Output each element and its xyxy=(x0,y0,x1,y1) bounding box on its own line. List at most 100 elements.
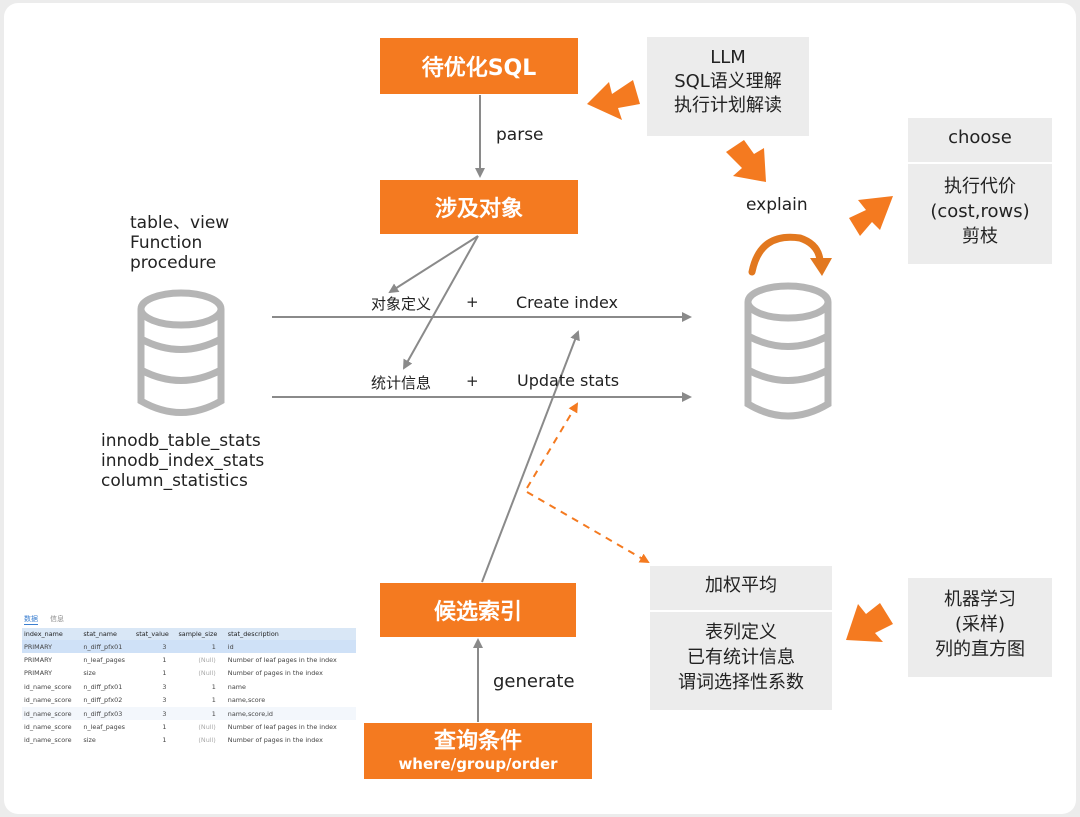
update-stats-label: Update stats xyxy=(517,371,620,390)
table-row[interactable]: id_name_score n_diff_pfx01 3 1 name xyxy=(22,680,356,693)
query-conditions-sub: where/group/order xyxy=(398,755,558,773)
llm-line-1: LLM xyxy=(710,47,746,68)
database-icon-right xyxy=(744,282,832,420)
table-cell: PRIMARY xyxy=(22,640,82,654)
db-object-3: procedure xyxy=(130,253,217,273)
table-cell: name,score xyxy=(227,696,266,705)
table-cell: 1 xyxy=(211,682,216,691)
col-header[interactable]: sample_size xyxy=(176,628,226,640)
table-cell: n_diff_pfx01 xyxy=(81,640,134,654)
llm-line-3: 执行计划解读 xyxy=(674,95,782,116)
machine-learning-box: 机器学习 (采样) 列的直方图 xyxy=(908,578,1052,677)
table-cell: id_name_score xyxy=(24,682,72,691)
db-object-1: table、view xyxy=(130,213,230,233)
weighted-line-1: 表列定义 xyxy=(705,622,777,643)
table-cell: PRIMARY xyxy=(24,669,52,678)
choose-line-1: 执行代价 xyxy=(944,176,1016,197)
table-cell: size xyxy=(83,669,96,678)
database-icon-left xyxy=(137,289,225,416)
candidate-index-box: 候选索引 xyxy=(380,583,576,637)
loop-arrow xyxy=(748,233,824,276)
choose-box: choose 执行代价 (cost,rows) 剪枝 xyxy=(908,118,1052,264)
db-stats-list: innodb_table_stats innodb_index_stats co… xyxy=(101,431,264,491)
candidate-to-create-arrow xyxy=(481,330,580,583)
table-cell: id_name_score xyxy=(22,706,82,721)
table-cell: (Null) xyxy=(198,736,216,745)
tab-info[interactable]: 信息 xyxy=(50,615,64,623)
table-cell: n_diff_pfx02 xyxy=(83,696,123,705)
table-cell: 1 xyxy=(162,723,167,732)
sql-to-optimize-label: 待优化SQL xyxy=(421,56,537,81)
table-cell: 3 xyxy=(133,706,177,721)
involved-objects-label: 涉及对象 xyxy=(434,197,523,222)
llm-to-sql-arrow xyxy=(587,80,640,120)
dashed-update-stats-arrow xyxy=(526,402,579,489)
table-cell: n_diff_pfx03 xyxy=(81,706,134,721)
table-cell: (Null) xyxy=(198,723,216,732)
table-row[interactable]: PRIMARY n_diff_pfx01 3 1 id xyxy=(22,640,356,654)
table-cell: 1 xyxy=(162,669,167,678)
table-cell: name xyxy=(227,682,246,691)
table-cell: 1 xyxy=(176,640,226,654)
table-cell: (Null) xyxy=(198,669,216,678)
table-cell: Number of pages in the index xyxy=(227,669,323,678)
table-cell: 1 xyxy=(211,696,216,705)
generate-label: generate xyxy=(493,671,575,692)
db-stats-1: innodb_table_stats xyxy=(101,431,261,451)
table-cell: id xyxy=(225,640,356,654)
table-cell: id_name_score xyxy=(24,696,72,705)
candidate-index-label: 候选索引 xyxy=(433,600,522,625)
statistics-info-label: 统计信息 xyxy=(371,374,432,392)
table-cell: id_name_score xyxy=(24,736,72,745)
parse-label: parse xyxy=(496,125,544,145)
query-conditions-title: 查询条件 xyxy=(433,729,522,754)
tab-data[interactable]: 数据 xyxy=(24,615,38,625)
db-stats-3: column_statistics xyxy=(101,471,248,491)
col-header[interactable]: stat_value xyxy=(133,628,177,640)
table-row[interactable]: id_name_score n_diff_pfx03 3 1 name,scor… xyxy=(22,706,356,721)
table-cell: 3 xyxy=(133,640,177,654)
table-row[interactable]: PRIMARY n_leaf_pages 1 (Null) Number of … xyxy=(22,653,356,666)
db-object-2: Function xyxy=(130,233,203,253)
object-def-arrow xyxy=(388,235,479,294)
explain-to-choose-arrow xyxy=(849,196,893,236)
involved-objects-box: 涉及对象 xyxy=(380,180,578,234)
table-cell: 1 xyxy=(162,736,167,745)
table-row[interactable]: id_name_score n_leaf_pages 1 (Null) Numb… xyxy=(22,720,356,733)
table-cell: Number of leaf pages in the index xyxy=(227,656,337,665)
choose-title: choose xyxy=(948,127,1012,148)
index-stats-table: 数据 信息 index_name stat_name stat_value sa… xyxy=(22,612,356,748)
plus-sign-2: + xyxy=(466,372,479,390)
db-stats-2: innodb_index_stats xyxy=(101,451,265,471)
llm-box: LLM SQL语义理解 执行计划解读 xyxy=(647,37,809,136)
llm-to-explain-arrow xyxy=(726,140,766,182)
table-row[interactable]: id_name_score size 1 (Null) Number of pa… xyxy=(22,734,356,747)
table-cell: Number of pages in the index xyxy=(227,736,323,745)
weighted-average-title: 加权平均 xyxy=(705,575,777,596)
table-cell: n_leaf_pages xyxy=(83,656,125,665)
choose-line-2: (cost,rows) xyxy=(930,201,1030,222)
table-cell: PRIMARY xyxy=(24,656,52,665)
table-cell: 1 xyxy=(162,656,167,665)
table-cell: name,score,id xyxy=(225,706,356,721)
table-cell: 3 xyxy=(162,682,167,691)
table-row[interactable]: id_name_score n_diff_pfx02 3 1 name,scor… xyxy=(22,694,356,707)
stats-info-arrow xyxy=(403,235,479,370)
table-cell: n_diff_pfx01 xyxy=(83,682,123,691)
table-cell: n_leaf_pages xyxy=(83,723,125,732)
db-object-list: table、view Function procedure xyxy=(130,213,229,273)
table-cell: (Null) xyxy=(198,656,216,665)
table-row[interactable]: PRIMARY size 1 (Null) Number of pages in… xyxy=(22,667,356,680)
col-header[interactable]: index_name xyxy=(22,628,82,640)
loop-arrow-head xyxy=(810,258,832,276)
table-cell: Number of leaf pages in the index xyxy=(227,723,337,732)
col-header[interactable]: stat_name xyxy=(81,628,134,640)
plus-sign-1: + xyxy=(466,293,479,311)
ml-to-weighted-arrow xyxy=(846,603,893,642)
object-definition-label: 对象定义 xyxy=(371,295,432,313)
table-cell: 1 xyxy=(176,706,226,721)
ml-line-3: 列的直方图 xyxy=(935,639,1025,660)
col-header[interactable]: stat_description xyxy=(225,628,356,640)
table-header-row: index_name stat_name stat_value sample_s… xyxy=(22,628,356,640)
